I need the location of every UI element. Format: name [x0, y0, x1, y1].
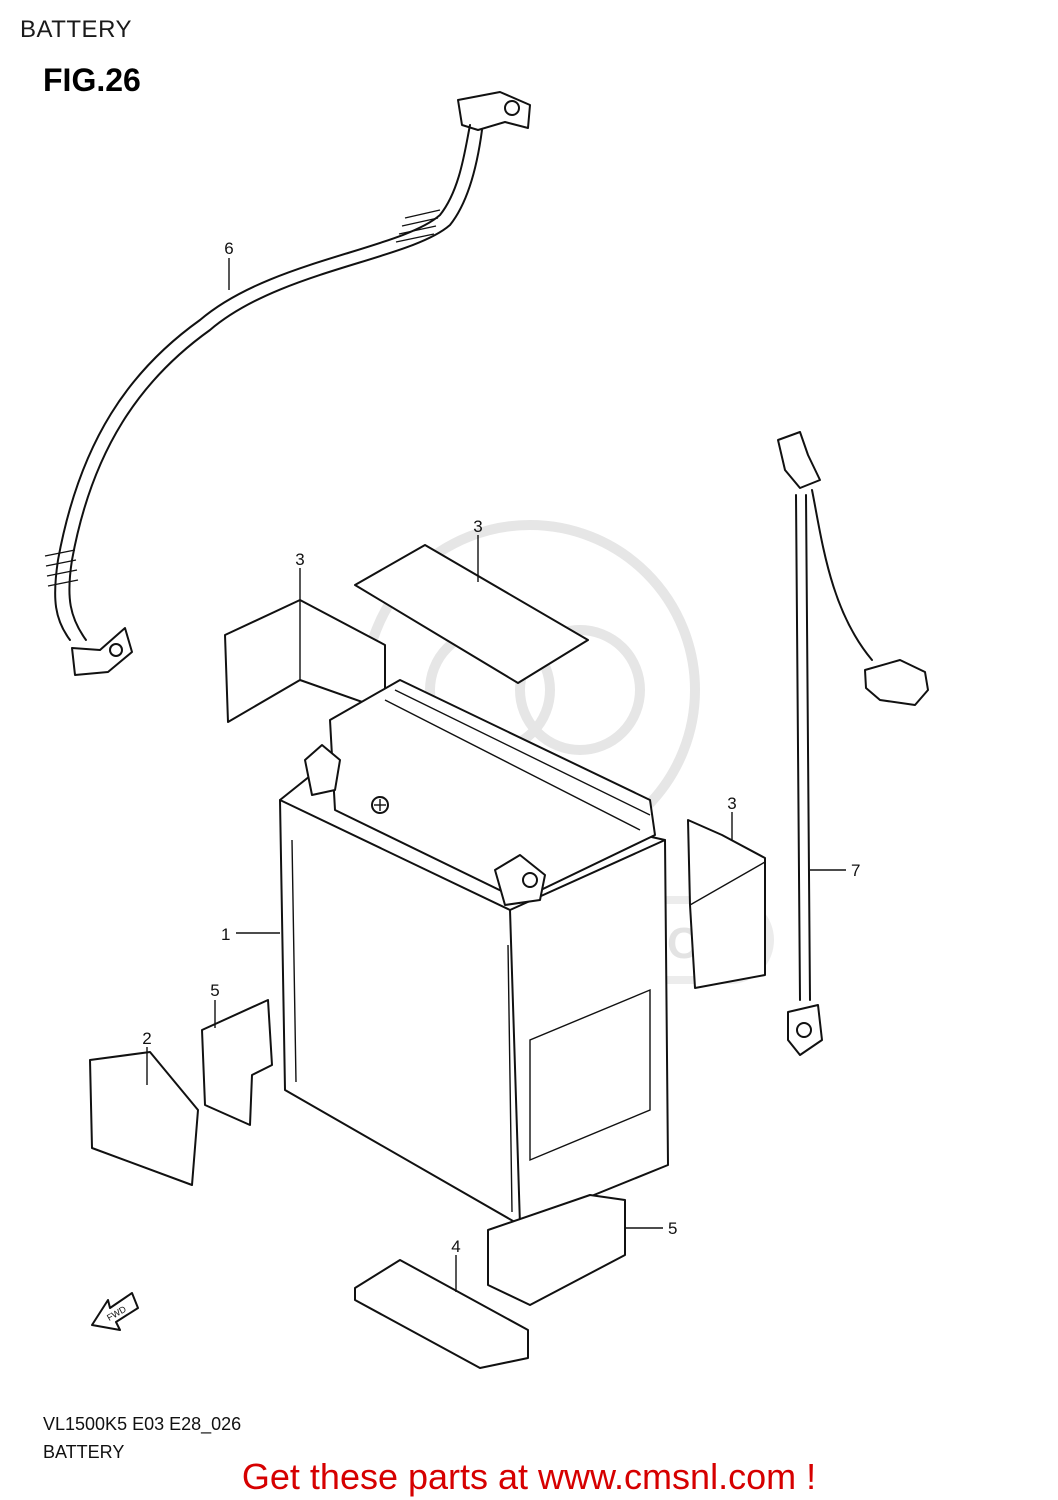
header-title: BATTERY [20, 16, 132, 43]
callout-6[interactable]: 6 [224, 239, 233, 258]
callout-leaders [146, 258, 846, 1292]
callout-5-left[interactable]: 5 [210, 981, 219, 1000]
part-4-pad-bottom[interactable] [354, 1259, 529, 1369]
callout-3-top[interactable]: 3 [473, 517, 482, 536]
part-3-pad-top[interactable] [354, 544, 589, 684]
callout-3-right[interactable]: 3 [727, 794, 736, 813]
callout-1[interactable]: 1 [221, 925, 230, 944]
part-2-label[interactable] [89, 1051, 199, 1186]
part-7-cable[interactable] [777, 431, 929, 1056]
callout-3-left[interactable]: 3 [295, 550, 304, 569]
forward-direction-marker: FWD [91, 1292, 139, 1331]
part-5-cushion-right[interactable] [487, 1194, 626, 1306]
diagram-caption: BATTERY [43, 1442, 125, 1462]
callout-5-right[interactable]: 5 [668, 1219, 677, 1238]
parts-store-link[interactable]: Get these parts at www.cmsnl.com ! [241, 1456, 817, 1497]
callout-4[interactable]: 4 [451, 1237, 460, 1256]
callout-7[interactable]: 7 [851, 861, 860, 880]
diagram-code: VL1500K5 E03 E28_026 [43, 1414, 242, 1434]
callout-2[interactable]: 2 [142, 1029, 151, 1048]
part-3-pad-right[interactable] [687, 819, 766, 989]
part-1-battery[interactable] [279, 679, 669, 1226]
callout-numbers: 6 3 3 3 7 1 5 2 5 4 [142, 239, 860, 1256]
part-6-cable[interactable] [44, 91, 531, 676]
figure-label: FIG.26 [43, 62, 141, 98]
part-5-cushion-left[interactable] [201, 999, 273, 1126]
